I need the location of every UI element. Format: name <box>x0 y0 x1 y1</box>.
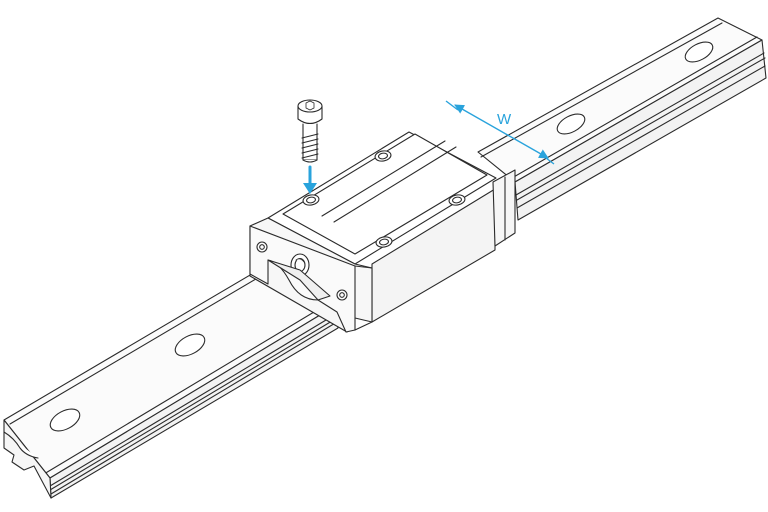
rail-hole <box>556 113 586 135</box>
rail-front <box>3 267 339 499</box>
rail-hole <box>684 41 714 63</box>
cap-screw-icon <box>297 99 323 163</box>
carriage-block <box>249 131 516 333</box>
install-arrow-icon <box>303 165 317 194</box>
rail-hole <box>174 333 206 357</box>
width-label: W <box>497 111 512 128</box>
width-dimension: W <box>445 100 555 165</box>
rail-hole <box>49 408 81 432</box>
rail-back <box>477 17 767 221</box>
